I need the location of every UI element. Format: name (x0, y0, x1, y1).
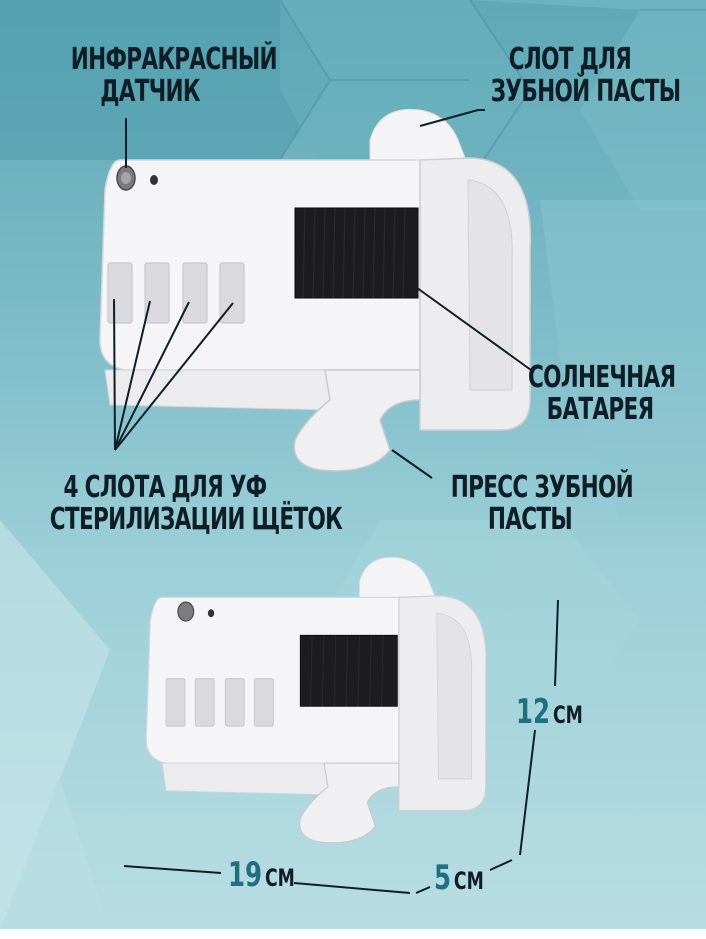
hex-shape (470, 0, 706, 210)
callout-line (113, 298, 116, 451)
callout-solar-battery: СОЛНЕЧНАЯ БАТАРЕЯ (528, 360, 676, 428)
brush-slot (182, 262, 208, 324)
dimension-line-width (123, 865, 222, 874)
solar-panel-icon (294, 207, 419, 299)
callout-line (412, 284, 532, 371)
paste-slot-cap (359, 557, 440, 606)
dimension-line-depth (415, 886, 431, 894)
callout-solar-battery-line1: СОЛНЕЧНАЯ (528, 360, 676, 395)
callout-solar-battery-line2: БАТАРЕЯ (546, 392, 655, 428)
dimension-width-unit: СМ (264, 864, 295, 892)
ir-sensor-icon (177, 601, 195, 622)
callout-paste-press: ПРЕСС ЗУБНОЙ ПАСТЫ (450, 470, 634, 538)
dimension-height-unit: СМ (552, 701, 583, 729)
indicator-led-icon (207, 609, 215, 618)
paste-slot-cap (369, 108, 471, 171)
indicator-led-icon (150, 175, 158, 185)
paste-press (299, 762, 400, 844)
brush-slot (165, 678, 186, 727)
brush-slot (254, 678, 274, 727)
hex-shape (0, 0, 330, 160)
brush-slot (219, 262, 245, 324)
hex-shape (540, 200, 706, 520)
dimension-depth-value: 5 (434, 858, 452, 898)
brush-slot (224, 678, 245, 727)
dimension-line-width (293, 882, 411, 894)
callout-ir-sensor: ИНФРАКРАСНЫЙ ДАТЧИК (70, 42, 278, 110)
callout-paste-slot: СЛОТ ДЛЯ ЗУБНОЙ ПАСТЫ (490, 42, 681, 110)
brush-slots (165, 678, 274, 727)
callout-brush-slots-line2: СТЕРИЛИЗАЦИИ ЩЁТОК (49, 502, 343, 538)
callout-paste-slot-line1: СЛОТ ДЛЯ (508, 42, 632, 77)
dimension-line-height (519, 729, 536, 856)
solar-panel-icon (299, 634, 398, 707)
callout-line (114, 302, 234, 451)
brush-slot (194, 678, 215, 727)
callout-paste-press-line2: ПАСТЫ (487, 502, 573, 538)
dimension-line-height (554, 599, 559, 687)
hex-shape (280, 0, 530, 180)
callout-line (114, 301, 190, 451)
hex-shape (0, 650, 110, 929)
dimension-height-value: 12 (516, 692, 551, 732)
callout-ir-sensor-line2: ДАТЧИК (100, 74, 200, 110)
dimension-depth-unit: СМ (453, 867, 484, 895)
top-product-illustration (99, 108, 532, 472)
callout-paste-slot-line2: ЗУБНОЙ ПАСТЫ (490, 74, 681, 110)
callout-paste-press-line1: ПРЕСС ЗУБНОЙ (450, 470, 634, 505)
callout-line (114, 300, 151, 451)
hex-shape (0, 520, 110, 929)
callout-line (391, 449, 433, 479)
brush-slot (144, 262, 170, 324)
lower-tray (161, 762, 329, 796)
callout-brush-slots: 4 СЛОТА ДЛЯ УФ СТЕРИЛИЗАЦИИ ЩЁТОК (49, 470, 343, 538)
bottom-margin (0, 929, 706, 939)
callout-ir-sensor-line1: ИНФРАКРАСНЫЙ (70, 42, 278, 77)
callout-line (419, 109, 485, 127)
bottom-product-illustration (145, 557, 487, 844)
dimension-width-value: 19 (228, 855, 263, 895)
dimension-line-depth (489, 859, 513, 871)
callout-brush-slots-line1: 4 СЛОТА ДЛЯ УФ (63, 470, 267, 505)
paste-press (293, 369, 421, 472)
